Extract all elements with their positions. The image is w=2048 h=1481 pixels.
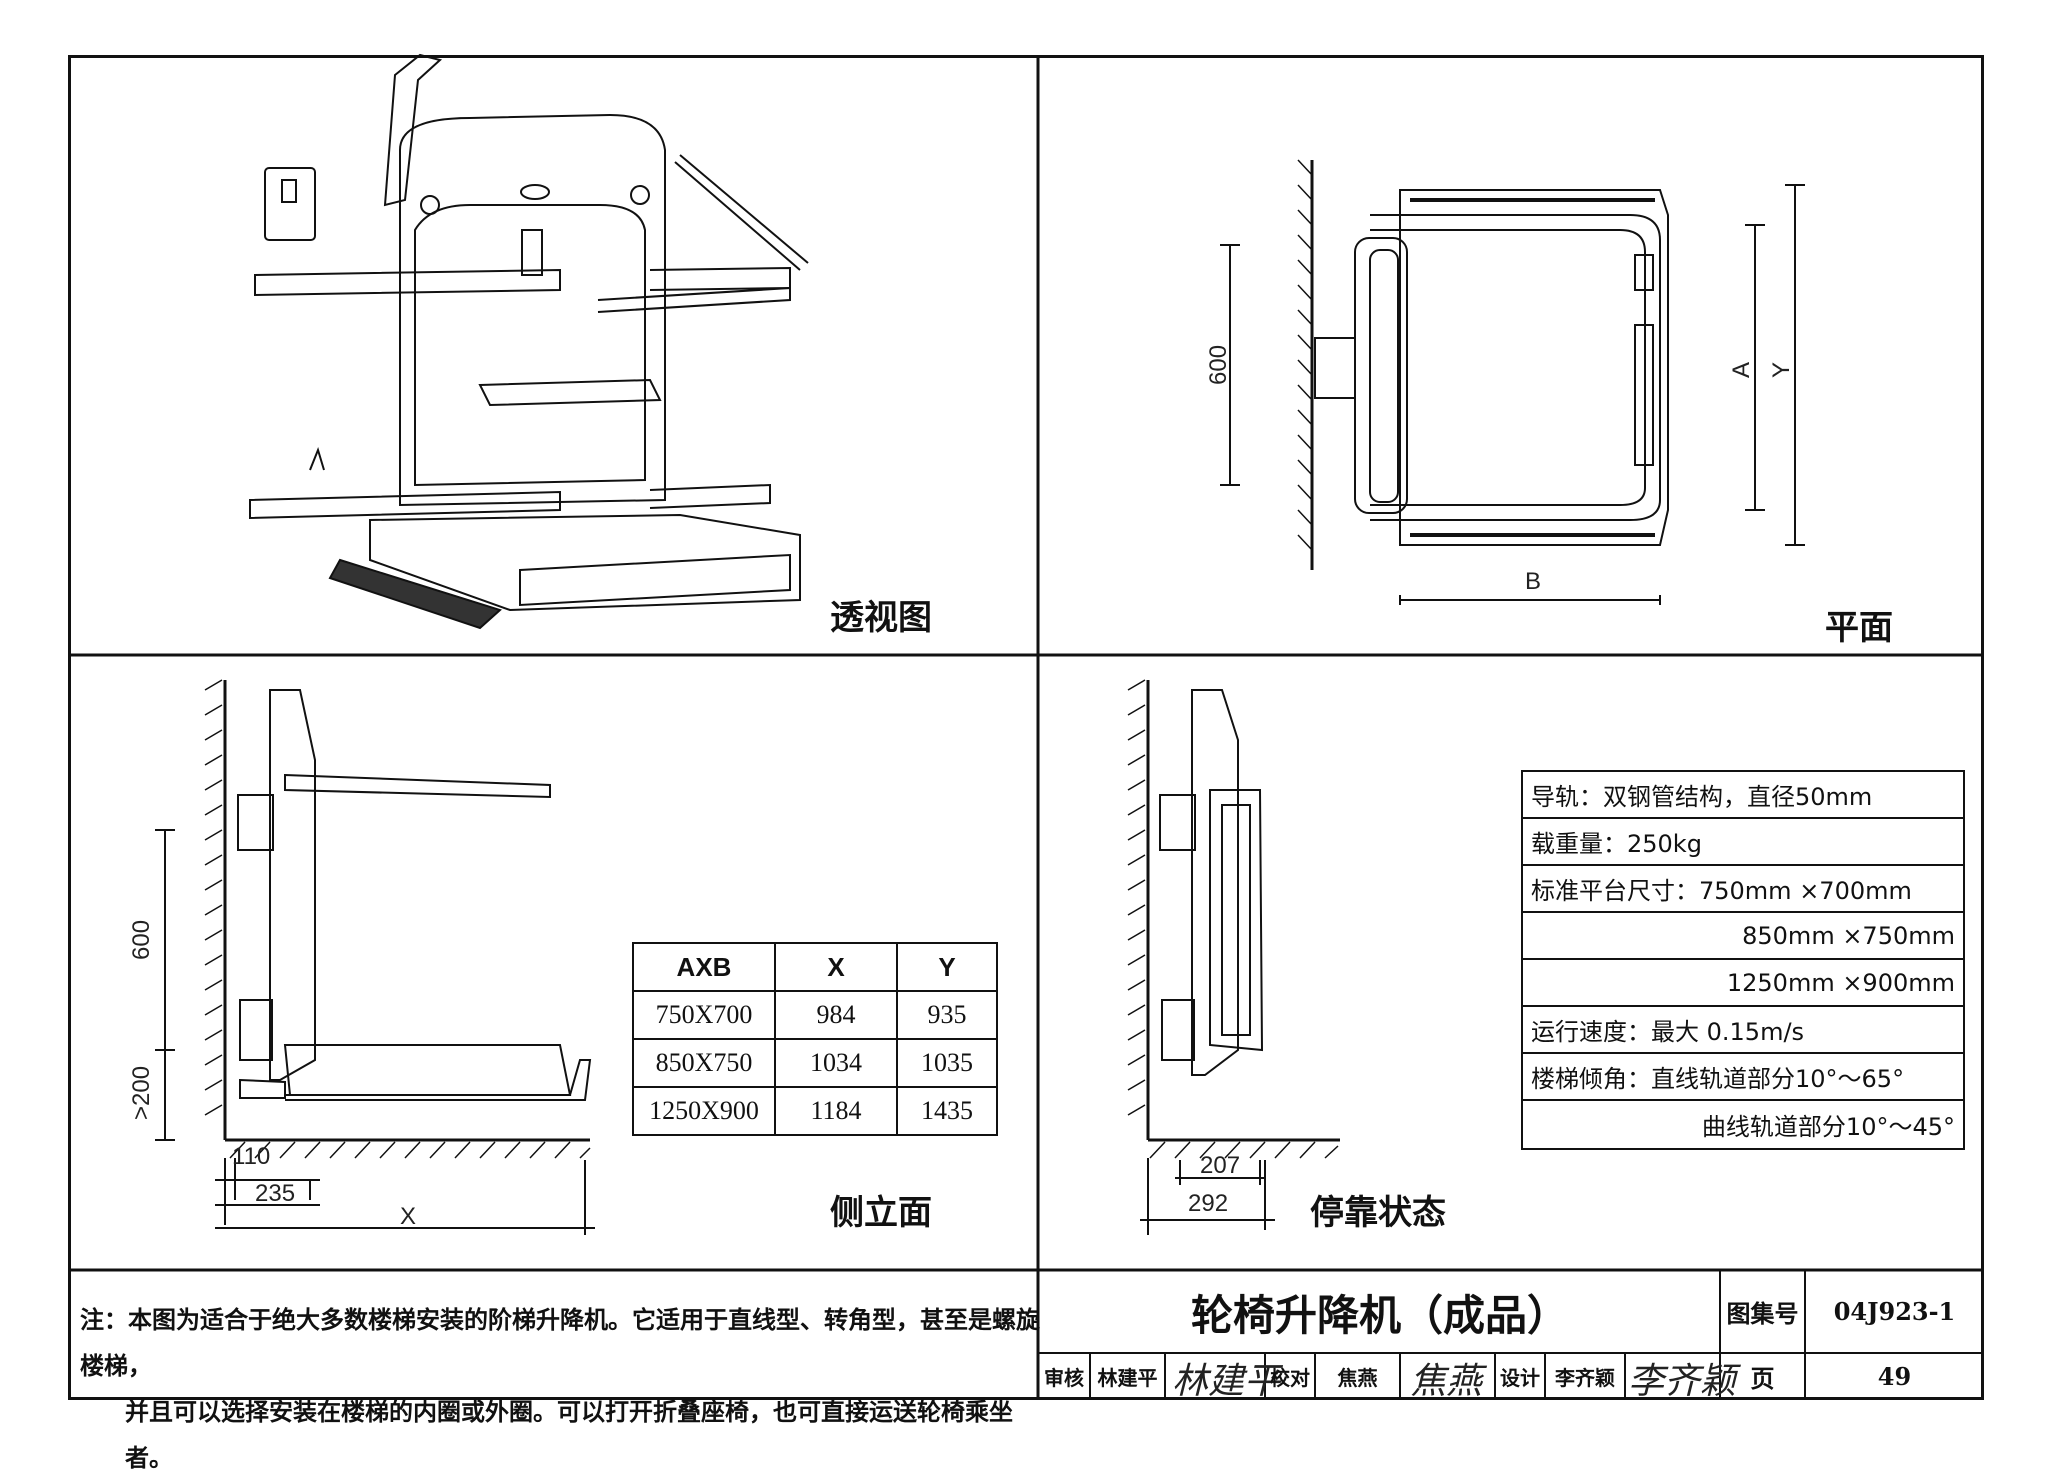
review-label: 审核 bbox=[1044, 1366, 1084, 1390]
spec-row: 载重量：250kg bbox=[1523, 819, 1963, 866]
table-header-row: AXB X Y bbox=[632, 942, 998, 992]
parked-dim-292: 292 bbox=[1188, 1190, 1229, 1217]
check-label: 校对 bbox=[1270, 1366, 1310, 1390]
drawing-lines bbox=[68, 53, 1984, 1400]
table-row: 750X700 984 935 bbox=[632, 990, 998, 1040]
designer-name: 李齐颖 bbox=[1555, 1366, 1615, 1390]
side-dim-X: X bbox=[400, 1203, 417, 1230]
table-row: 850X750 1034 1035 bbox=[632, 1038, 998, 1088]
spec-row: 曲线轨道部分10°～45° bbox=[1701, 1113, 1955, 1141]
table-cell: 750X700 bbox=[632, 990, 776, 1040]
parked-dim-207: 207 bbox=[1200, 1152, 1241, 1179]
plan-dim-600: 600 bbox=[1205, 344, 1232, 385]
table-cell: 1250X900 bbox=[632, 1086, 776, 1136]
checker-name: 焦燕 bbox=[1337, 1366, 1378, 1390]
plan-dim-B: B bbox=[1525, 568, 1542, 595]
spec-row: 标准平台尺寸：750mm ×700mm bbox=[1523, 866, 1963, 913]
perspective-title: 透视图 bbox=[830, 598, 932, 638]
table-cell: 1034 bbox=[774, 1038, 898, 1088]
spec-row: 导轨：双钢管结构，直径50mm bbox=[1523, 772, 1963, 819]
page-label: 页 bbox=[1750, 1364, 1775, 1393]
side-dim-235: 235 bbox=[255, 1180, 296, 1207]
note-text: 注：本图为适合于绝大多数楼梯安装的阶梯升降机。它适用于直线型、转角型，甚至是螺旋… bbox=[80, 1297, 1040, 1481]
specifications-box: 导轨：双钢管结构，直径50mm 载重量：250kg 标准平台尺寸：750mm ×… bbox=[1521, 770, 1965, 1150]
table-cell: 935 bbox=[896, 990, 998, 1040]
perspective-drawing bbox=[249, 53, 809, 630]
reviewer-name: 林建平 bbox=[1097, 1366, 1158, 1390]
table-cell: 850X750 bbox=[632, 1038, 776, 1088]
plan-title: 平面 bbox=[1825, 608, 1893, 648]
checker-signature: 焦燕 bbox=[1410, 1361, 1483, 1402]
drawing-frame bbox=[68, 55, 1984, 1400]
side-elevation-title: 侧立面 bbox=[830, 1193, 932, 1233]
table-cell: 1184 bbox=[774, 1086, 898, 1136]
plan-dim-Y: Y bbox=[1768, 361, 1795, 378]
table-header-cell: X bbox=[774, 942, 898, 992]
reviewer-signature: 林建平 bbox=[1172, 1361, 1281, 1402]
table-cell: 1035 bbox=[896, 1038, 998, 1088]
spec-row: 1250mm ×900mm bbox=[1523, 960, 1963, 1007]
spec-row: 运行速度：最大 0.15m/s bbox=[1523, 1007, 1963, 1054]
size-table: AXB X Y 750X700 984 935 850X750 1034 103… bbox=[632, 942, 998, 1136]
drawing-title: 轮椅升降机（成品） bbox=[1190, 1291, 1569, 1340]
table-cell: 984 bbox=[774, 990, 898, 1040]
side-elevation-drawing bbox=[155, 679, 595, 1235]
spec-row: 楼梯倾角：直线轨道部分10°～65° bbox=[1523, 1054, 1963, 1101]
table-cell: 1435 bbox=[896, 1086, 998, 1136]
parked-drawing bbox=[1127, 679, 1340, 1235]
plan-dim-A: A bbox=[1728, 361, 1755, 378]
note-line-1: 注：本图为适合于绝大多数楼梯安装的阶梯升降机。它适用于直线型、转角型，甚至是螺旋… bbox=[80, 1305, 1040, 1380]
parked-state-title: 停靠状态 bbox=[1310, 1193, 1446, 1233]
table-header-cell: Y bbox=[896, 942, 998, 992]
atlas-number: 04J923-1 bbox=[1833, 1297, 1956, 1326]
note-line-2: 并且可以选择安装在楼梯的内圈或外圈。可以打开折叠座椅，也可直接运送轮椅乘坐者。 bbox=[125, 1397, 1013, 1472]
side-dim-600: 600 bbox=[128, 919, 155, 960]
side-dim-110: 110 bbox=[232, 1143, 271, 1170]
designer-signature: 李齐颖 bbox=[1628, 1361, 1737, 1402]
page-number: 49 bbox=[1877, 1362, 1912, 1391]
plan-drawing bbox=[1220, 159, 1805, 605]
table-header-cell: AXB bbox=[632, 942, 776, 992]
spec-row: 850mm ×750mm bbox=[1523, 913, 1963, 960]
side-dim-200: >200 bbox=[128, 1065, 155, 1120]
design-label: 设计 bbox=[1500, 1366, 1540, 1390]
atlas-label: 图集号 bbox=[1726, 1299, 1799, 1328]
table-row: 1250X900 1184 1435 bbox=[632, 1086, 998, 1136]
